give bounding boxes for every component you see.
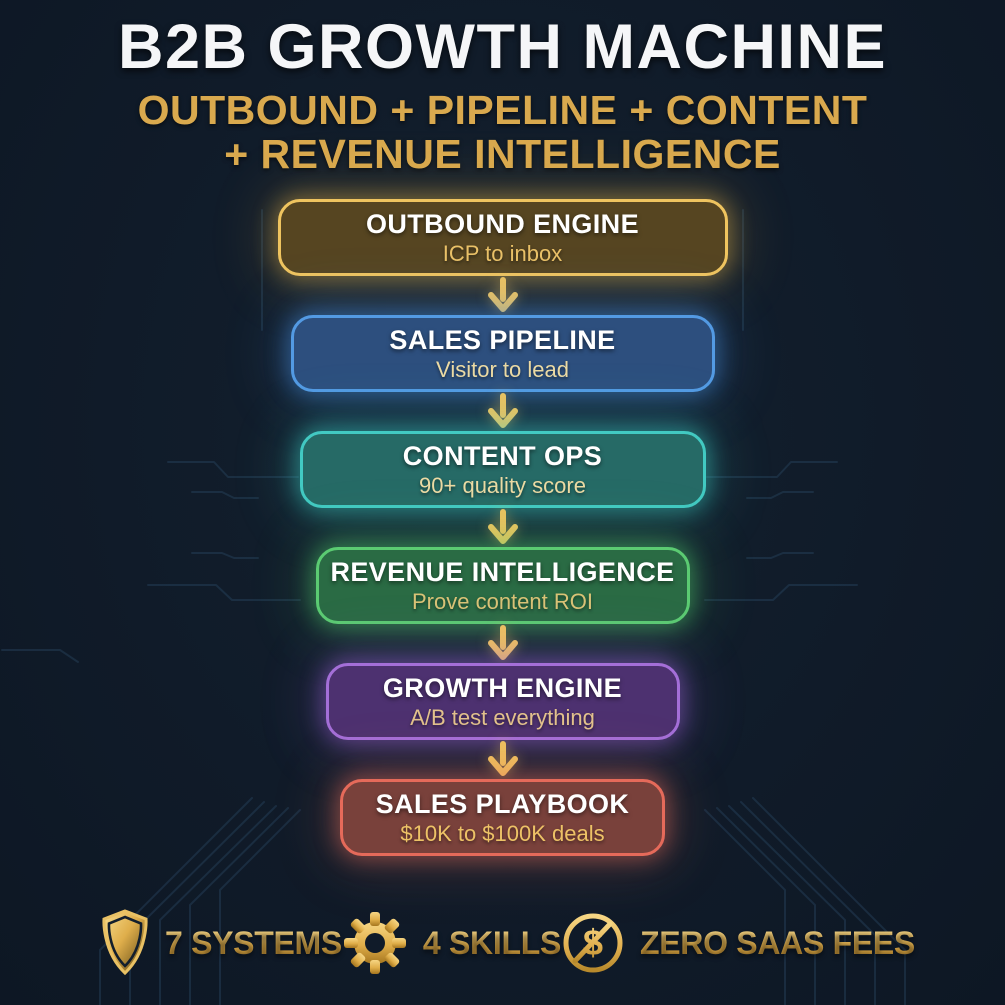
flow-step-title: CONTENT OPS: [402, 441, 603, 472]
stat-label: 7 SYSTEMS: [165, 924, 342, 961]
stat-systems: 7 SYSTEMS: [100, 909, 342, 977]
page-subtitle: OUTBOUND + PIPELINE + CONTENT + REVENUE …: [0, 87, 1005, 177]
flow-step-sales-pipeline: SALES PIPELINE Visitor to lead: [290, 315, 715, 392]
flow-step-title: SALES PLAYBOOK: [375, 789, 630, 820]
stat-skills: 4 SKILLS: [342, 910, 561, 976]
gear-icon: [342, 910, 408, 976]
flow-step-subtitle: Visitor to lead: [436, 356, 569, 382]
flow-diagram: OUTBOUND ENGINE ICP to inbox SALES PIPEL…: [0, 199, 1005, 856]
down-arrow-icon: [483, 740, 523, 779]
footer-stats: 7 SYSTEMS: [0, 909, 1005, 977]
flow-step-growth-engine: GROWTH ENGINE A/B test everything: [325, 663, 680, 740]
flow-step-outbound-engine: OUTBOUND ENGINE ICP to inbox: [277, 199, 728, 276]
flow-step-title: OUTBOUND ENGINE: [365, 209, 639, 240]
flow-step-subtitle: $10K to $100K deals: [400, 820, 605, 846]
down-arrow-icon: [483, 276, 523, 315]
flow-step-sales-playbook: SALES PLAYBOOK $10K to $100K deals: [340, 779, 665, 856]
header: B2B GROWTH MACHINE OUTBOUND + PIPELINE +…: [0, 16, 1005, 177]
flow-step-subtitle: Prove content ROI: [412, 588, 593, 614]
flow-step-subtitle: ICP to inbox: [442, 240, 563, 266]
flow-step-title: REVENUE INTELLIGENCE: [330, 557, 675, 588]
subtitle-line-2: + REVENUE INTELLIGENCE: [224, 130, 781, 177]
flow-step-subtitle: A/B test everything: [410, 704, 595, 730]
stat-label: ZERO SAAS FEES: [640, 924, 915, 961]
down-arrow-icon: [483, 624, 523, 663]
flow-step-revenue-intelligence: REVENUE INTELLIGENCE Prove content ROI: [315, 547, 690, 624]
down-arrow-icon: [483, 392, 523, 431]
page-title: B2B GROWTH MACHINE: [118, 12, 887, 82]
no-dollar-icon: $: [561, 911, 625, 975]
stat-fees: $ ZERO SAAS FEES: [561, 911, 915, 975]
stat-label: 4 SKILLS: [422, 924, 561, 961]
down-arrow-icon: [483, 508, 523, 547]
subtitle-line-1: OUTBOUND + PIPELINE + CONTENT: [137, 87, 868, 133]
flow-step-title: GROWTH ENGINE: [382, 673, 623, 704]
flow-step-content-ops: CONTENT OPS 90+ quality score: [299, 431, 706, 508]
flow-step-title: SALES PIPELINE: [389, 325, 616, 356]
flow-step-subtitle: 90+ quality score: [419, 472, 586, 498]
shield-icon: [100, 909, 150, 977]
